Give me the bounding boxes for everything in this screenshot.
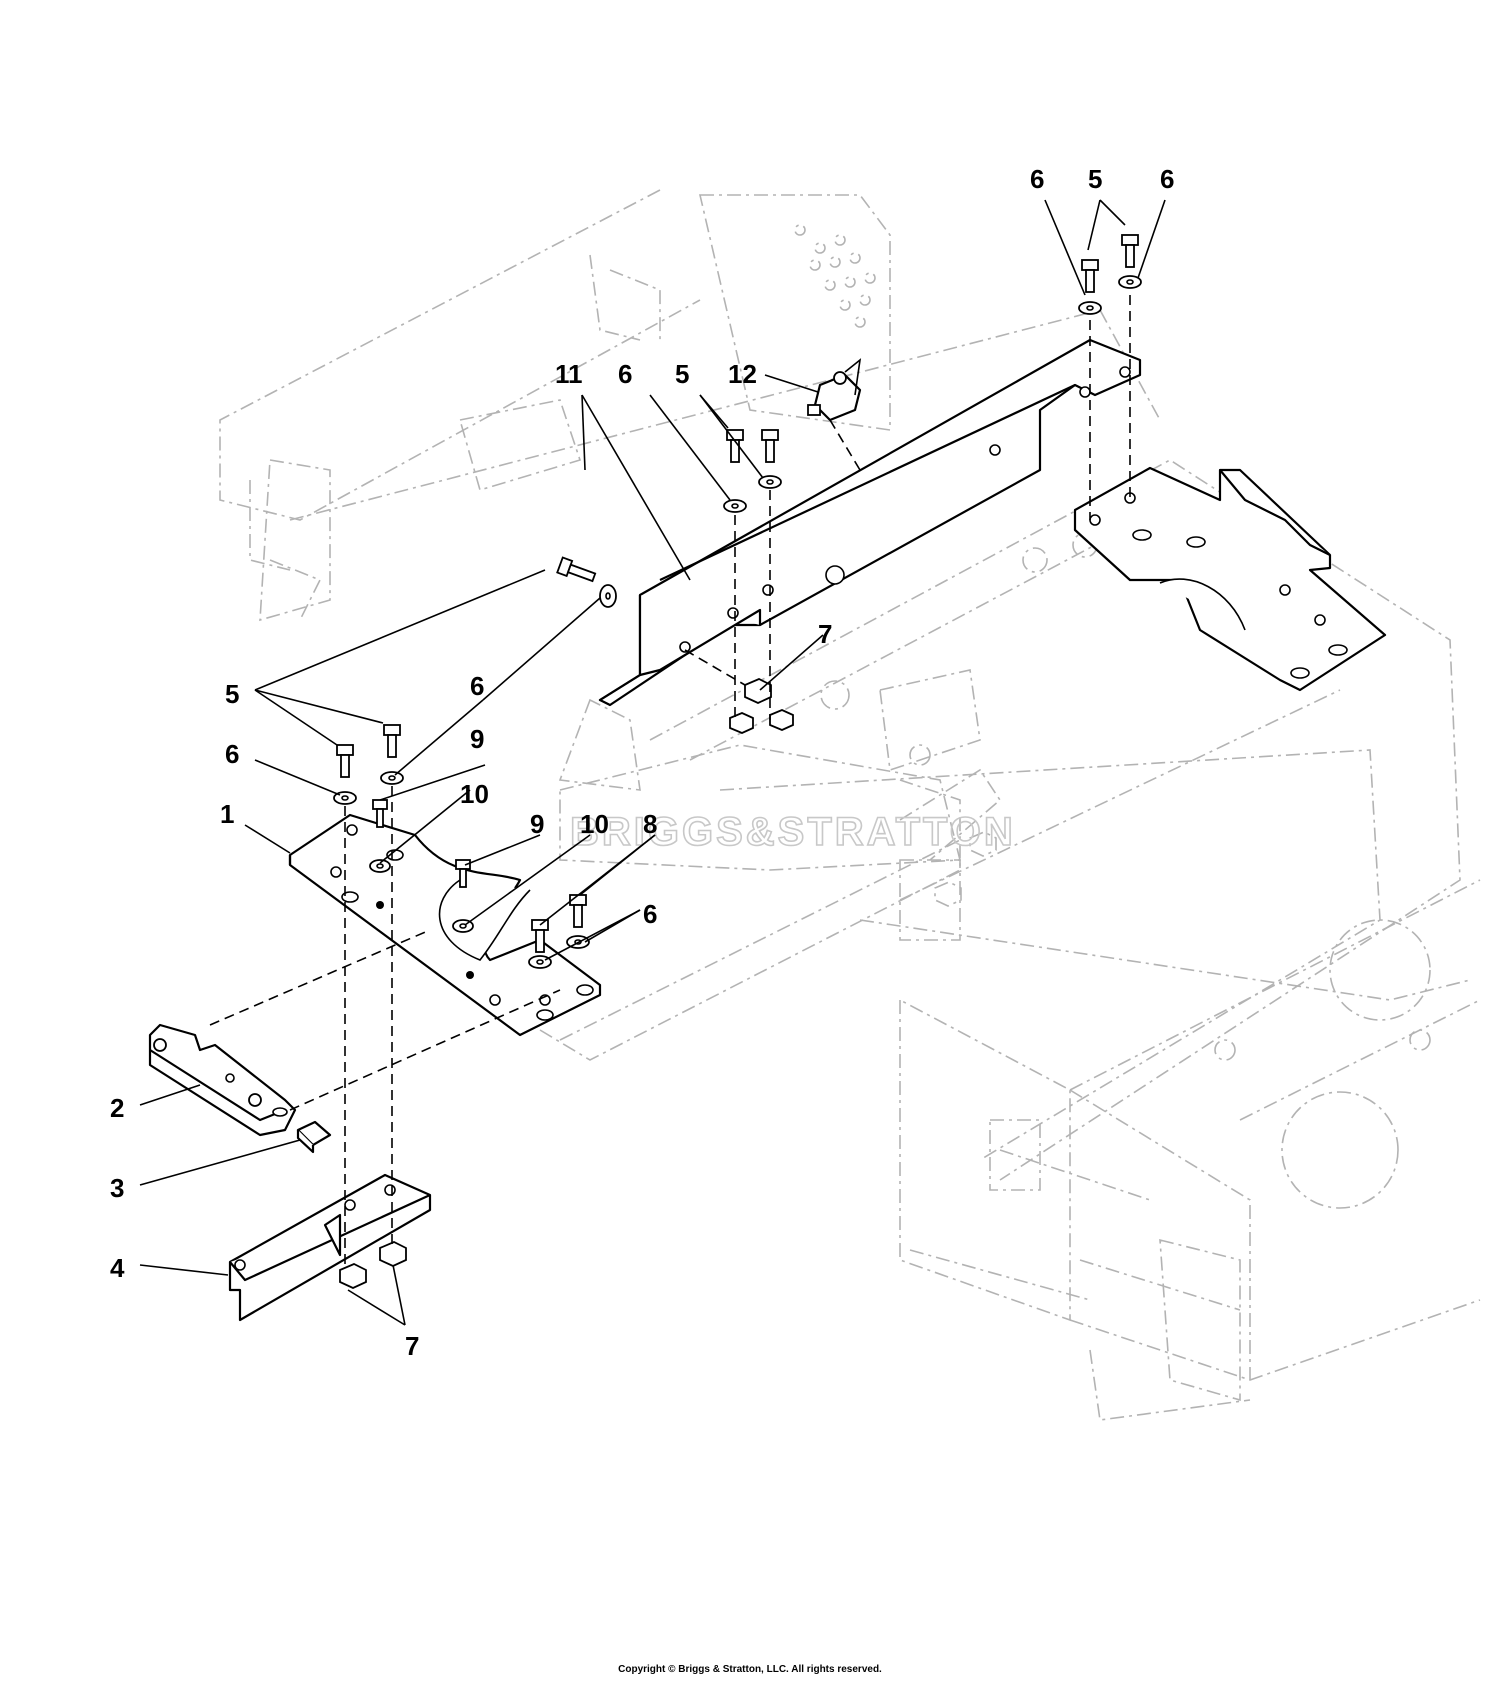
callout-6: 6 xyxy=(470,671,484,701)
phantom-frame: BRIGGS&STRATTON xyxy=(219,189,1481,1421)
bolts xyxy=(336,234,1139,953)
nuts xyxy=(339,678,794,1289)
callout-9: 9 xyxy=(470,724,484,754)
callout-10: 10 xyxy=(460,779,489,809)
callout-10: 10 xyxy=(580,809,609,839)
callout-5: 5 xyxy=(225,679,239,709)
part-1-main-plate xyxy=(288,813,602,1037)
callout-8: 8 xyxy=(643,809,657,839)
part-2-bracket xyxy=(148,1023,297,1137)
callout-6: 6 xyxy=(225,739,239,769)
callout-6: 6 xyxy=(1160,164,1174,194)
callout-7: 7 xyxy=(818,619,832,649)
callout-4: 4 xyxy=(110,1253,125,1283)
callout-5: 5 xyxy=(1088,164,1102,194)
callout-3: 3 xyxy=(110,1173,124,1203)
callout-11: 11 xyxy=(555,359,583,389)
part-12-switch xyxy=(807,358,862,422)
callout-6: 6 xyxy=(1030,164,1044,194)
callout-1: 1 xyxy=(220,799,234,829)
callout-6: 6 xyxy=(618,359,632,389)
callout-7: 7 xyxy=(405,1331,419,1361)
copyright-footer: Copyright © Briggs & Stratton, LLC. All … xyxy=(618,1664,882,1675)
part-3-clip-nut xyxy=(296,1120,332,1154)
callout-12: 12 xyxy=(728,359,757,389)
assembly-axes xyxy=(209,295,1131,1270)
part-11-channel-bar xyxy=(598,338,1142,707)
callout-2: 2 xyxy=(110,1093,124,1123)
callout-5: 5 xyxy=(675,359,689,389)
leader-lines xyxy=(139,199,1166,1326)
callout-6: 6 xyxy=(643,899,657,929)
watermark-text: BRIGGS&STRATTON xyxy=(570,810,1016,854)
right-mount-plate xyxy=(1073,466,1387,692)
callout-9: 9 xyxy=(530,809,544,839)
callout-labels: 1 2 3 4 5 5 5 5 5 6 6 6 6 6 6 7 7 8 9 9 … xyxy=(110,164,1174,1361)
phantom-hole-pattern xyxy=(794,224,876,328)
